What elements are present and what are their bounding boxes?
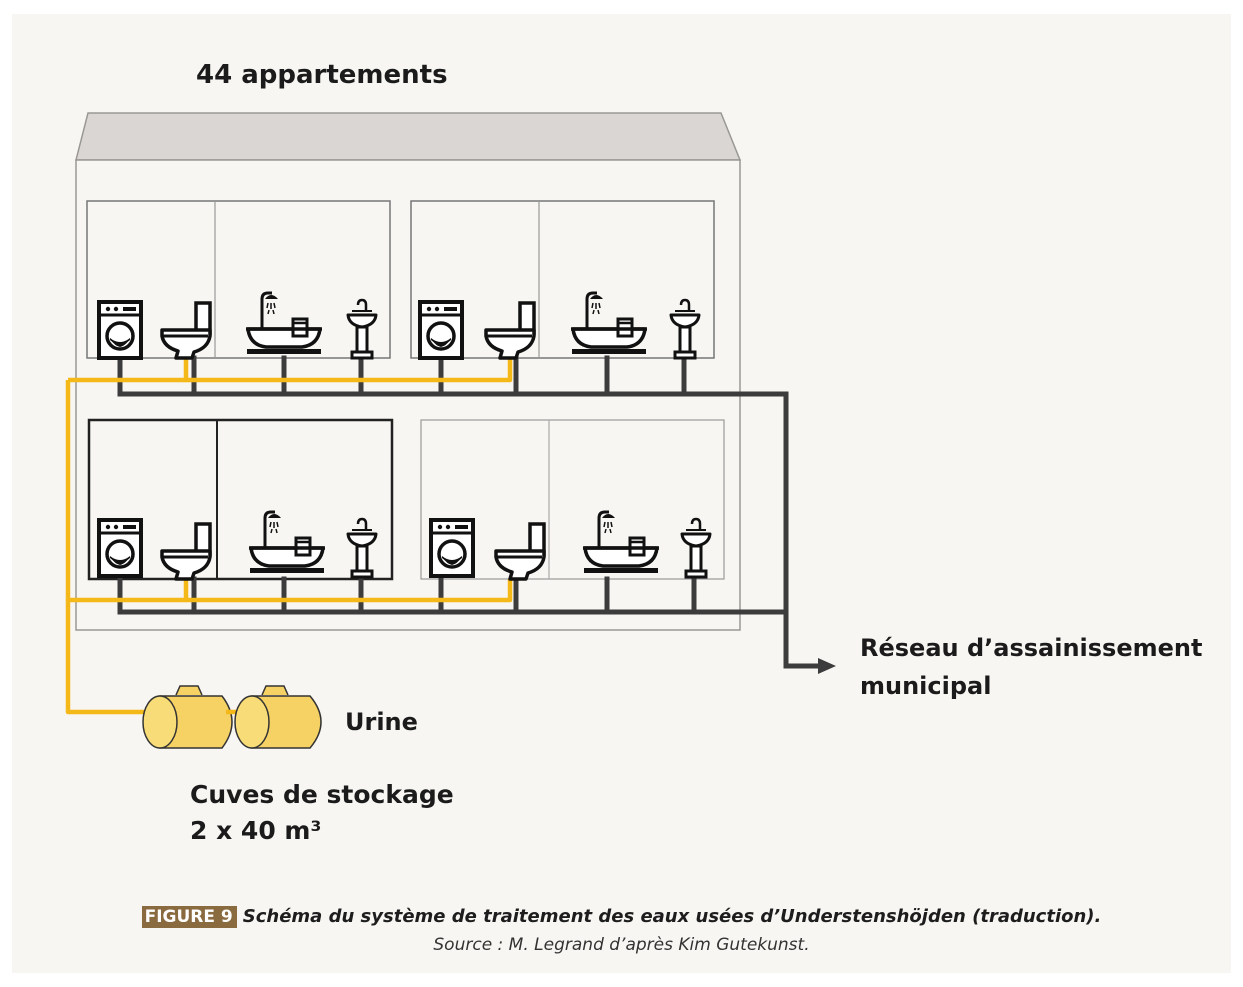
urine-label: Urine: [345, 708, 418, 736]
building-roof: [75, 112, 742, 161]
building-label: 44 appartements: [196, 60, 448, 90]
figure-title: Schéma du système de traitement des eaux…: [242, 906, 1102, 927]
storage-tanks: [142, 685, 322, 749]
washing-machine-icon: [97, 300, 143, 360]
tanks-label-line2: 2 x 40 m³: [190, 816, 322, 845]
sewer-pipes: [117, 355, 823, 669]
figure-source-line: Source : M. Legrand d’après Kim Gutekuns…: [0, 935, 1243, 955]
storage-tank-1: [142, 685, 233, 749]
tanks-label-line1: Cuves de stockage: [190, 780, 454, 809]
apartment-bottom-left: [87, 418, 394, 581]
washing-machine-icon: [429, 518, 475, 578]
storage-tank-2: [234, 685, 322, 749]
apartment-top-right: [410, 200, 715, 359]
arrow-right-icon: [818, 658, 836, 674]
washing-machine-icon: [97, 518, 143, 578]
figure-tag: FIGURE 9: [141, 906, 237, 928]
figure-source: Source : M. Legrand d’après Kim Gutekuns…: [433, 935, 810, 955]
network-label-line1: Réseau d’assainissement: [860, 634, 1203, 662]
washing-machine-icon: [418, 300, 464, 360]
apartment-top-left: [86, 200, 391, 359]
network-label-line2: municipal: [860, 672, 992, 700]
apartment-bottom-right: [420, 419, 725, 580]
urine-pipes: [65, 358, 513, 715]
